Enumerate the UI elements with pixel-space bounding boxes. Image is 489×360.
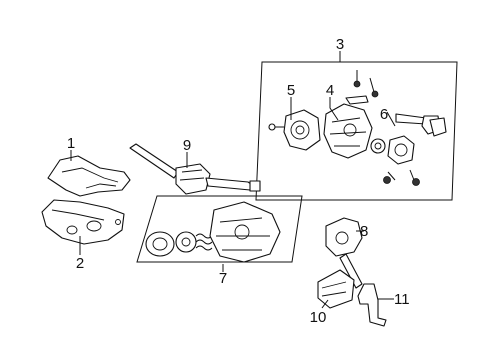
key-cylinder xyxy=(387,113,447,165)
leader-lines xyxy=(70,51,396,309)
callout-1: 1 xyxy=(67,135,75,152)
callout-3: 3 xyxy=(336,36,344,53)
upper-column-cover xyxy=(47,155,131,197)
callout-4: 4 xyxy=(326,82,334,99)
group-3-frame xyxy=(255,61,458,201)
callout-11: 11 xyxy=(394,291,410,308)
bolts xyxy=(353,70,420,186)
callout-7: 7 xyxy=(219,270,227,287)
switch-assembly xyxy=(325,217,363,289)
group-7-frame xyxy=(136,195,303,263)
bracket xyxy=(357,283,387,327)
lock-housing-kit xyxy=(145,201,281,263)
callout-2: 2 xyxy=(76,255,84,272)
callout-5: 5 xyxy=(287,82,295,99)
lower-column-cover xyxy=(41,199,125,245)
callout-6: 6 xyxy=(380,106,388,123)
control-unit xyxy=(317,269,355,309)
callout-10: 10 xyxy=(310,309,327,326)
steering-lock-assembly xyxy=(323,95,386,159)
ignition-body xyxy=(268,109,321,151)
combination-switch xyxy=(129,143,261,195)
callout-8: 8 xyxy=(360,223,368,240)
callout-9: 9 xyxy=(183,137,191,154)
